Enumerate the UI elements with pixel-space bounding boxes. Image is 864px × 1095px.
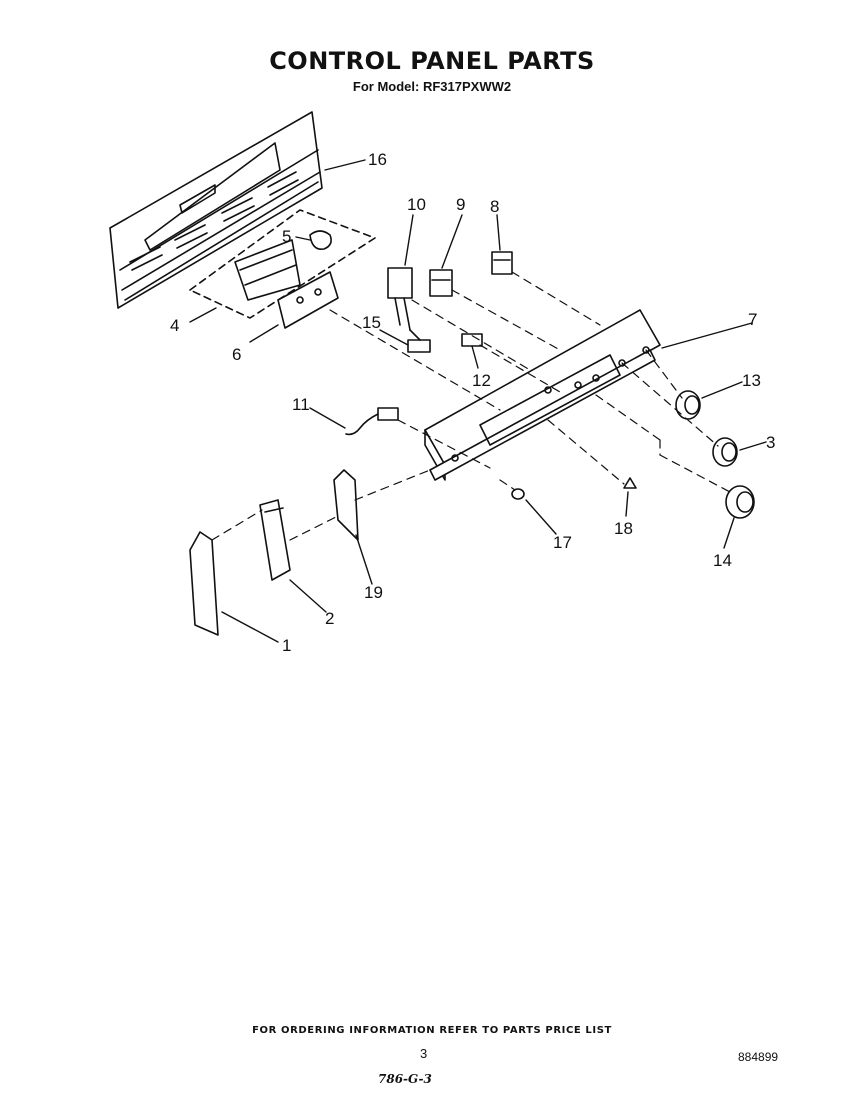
callout-17: 17	[553, 533, 572, 552]
knob-3	[712, 437, 738, 467]
assembly-lines	[211, 271, 731, 541]
callout-11: 11	[292, 395, 310, 414]
callout-14: 14	[713, 551, 732, 570]
control-panel-bar	[424, 309, 661, 481]
callout-15: 15	[362, 313, 381, 332]
callout-7: 7	[748, 310, 757, 329]
callout-4: 4	[170, 316, 179, 335]
ordering-note: FOR ORDERING INFORMATION REFER TO PARTS …	[252, 1025, 612, 1036]
model-subtitle: For Model: RF317PXWW2	[352, 79, 512, 94]
switch-9	[429, 269, 453, 297]
light-18	[623, 477, 637, 489]
switch-mounting-plate	[189, 209, 376, 329]
callout-2: 2	[325, 609, 334, 628]
callout-5: 5	[282, 227, 291, 246]
switch-10	[387, 267, 413, 331]
callout-10: 10	[407, 195, 426, 214]
callout-16: 16	[368, 150, 387, 169]
handwritten-note: 786-G-3	[378, 1072, 432, 1086]
end-cap-1	[189, 531, 219, 636]
callout-12: 12	[472, 371, 491, 390]
callout-9: 9	[456, 195, 465, 214]
lamp-socket-11	[345, 407, 399, 436]
callout-18: 18	[614, 519, 633, 538]
knob-14	[725, 485, 755, 519]
bracket-19	[333, 469, 359, 541]
switch-8	[491, 251, 513, 275]
document-number: 884899	[738, 1050, 779, 1064]
callout-1: 1	[282, 636, 291, 655]
leader-lines	[189, 159, 767, 643]
callout-8: 8	[490, 197, 499, 216]
bushing-17	[511, 488, 525, 500]
bracket-2	[259, 499, 291, 581]
rear-console-panel	[109, 111, 323, 309]
connector-15	[407, 329, 431, 353]
callout-3: 3	[766, 433, 775, 452]
page-number: 3	[420, 1046, 428, 1061]
callout-6: 6	[232, 345, 241, 364]
page-title: CONTROL PANEL PARTS	[269, 47, 595, 75]
callout-13: 13	[742, 371, 761, 390]
callout-19: 19	[364, 583, 383, 602]
